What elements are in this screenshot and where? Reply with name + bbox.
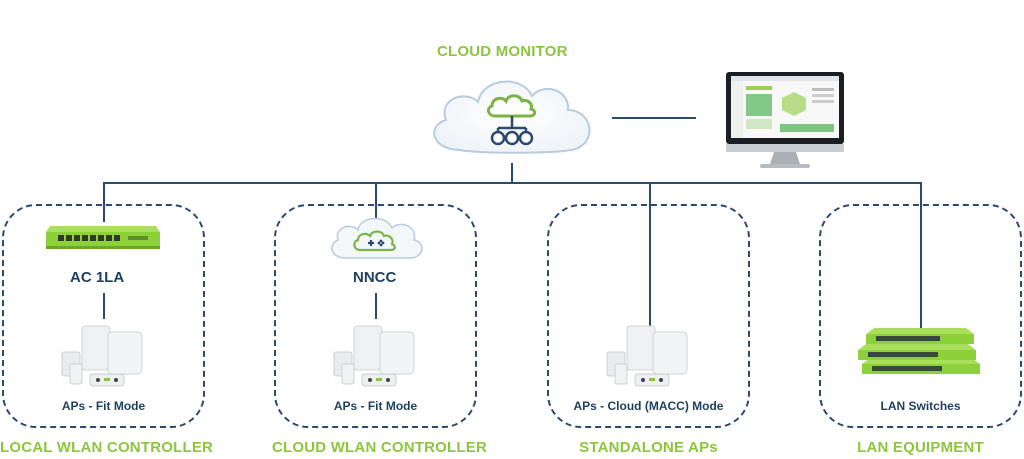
link-nncc-ap	[375, 293, 377, 319]
group-box-standalone	[547, 204, 750, 428]
ap-label-3: APs - Cloud (MACC) Mode	[573, 399, 724, 413]
access-points-cluster-3	[605, 324, 701, 390]
access-points-cluster-2	[332, 324, 428, 390]
cloud-controller-icon	[324, 212, 428, 264]
ap-label-1: APs - Fit Mode	[61, 399, 146, 413]
lan-switches	[856, 326, 984, 378]
access-points-cluster-1	[60, 324, 156, 390]
link-bus	[103, 182, 921, 184]
category-title-4: LAN EQUIPMENT	[857, 439, 984, 456]
group-box-lan	[819, 204, 1022, 428]
cloud-monitor-title: CLOUD MONITOR	[437, 43, 568, 60]
link-drop-4	[920, 182, 922, 332]
device-title-1: AC 1LA	[70, 269, 125, 286]
ap-label-2: APs - Fit Mode	[333, 399, 418, 413]
link-cloud-trunk	[511, 163, 513, 183]
category-title-3: STANDALONE APs	[579, 439, 718, 456]
controller-appliance	[44, 222, 162, 252]
category-title-1: LOCAL WLAN CONTROLLER	[0, 439, 214, 456]
category-title-2: CLOUD WLAN CONTROLLER	[272, 439, 488, 456]
link-drop-3	[649, 182, 651, 332]
device-title-2: NNCC	[353, 269, 397, 286]
link-ac-ap	[103, 293, 105, 319]
desktop-monitor-dashboard	[724, 70, 848, 170]
group-box-cloud-wlan	[274, 204, 477, 428]
link-cloud-monitor	[612, 117, 696, 119]
link-drop-2	[375, 182, 377, 222]
link-drop-1	[103, 182, 105, 222]
cloud-network-icon	[420, 68, 604, 168]
group-box-local-wlan	[2, 204, 205, 428]
ap-label-4: LAN Switches	[880, 399, 961, 413]
